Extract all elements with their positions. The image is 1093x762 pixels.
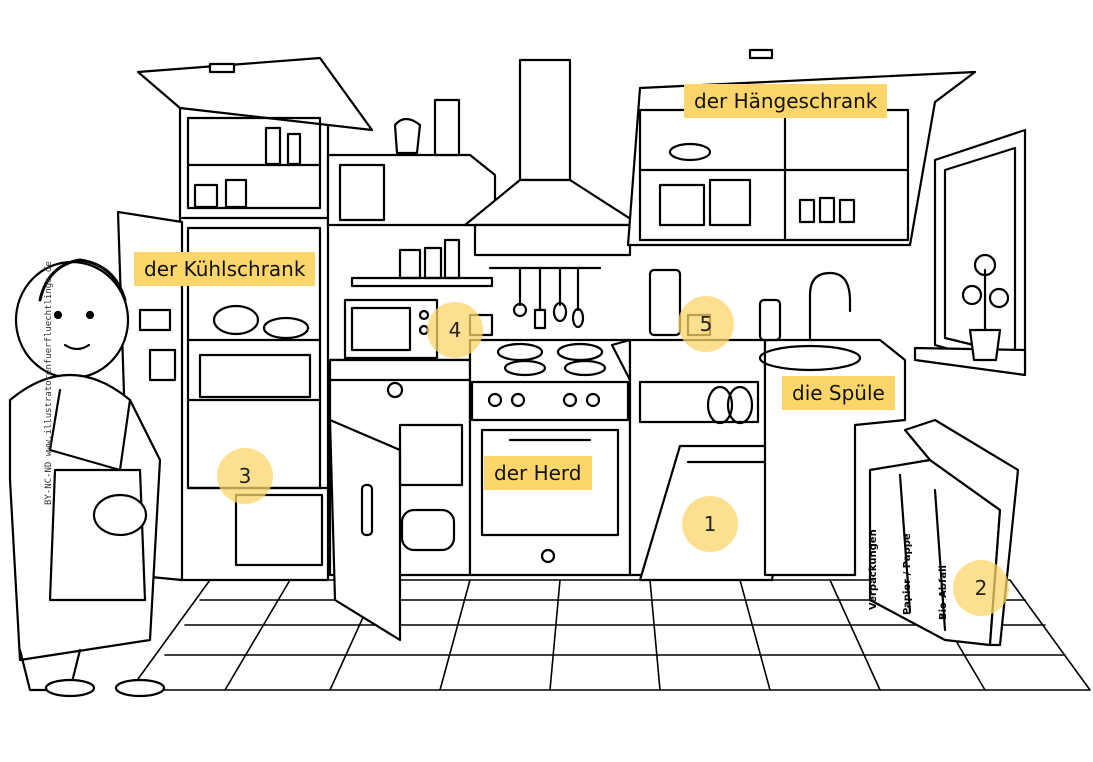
cooker-hood [463, 58, 642, 257]
microwave [343, 298, 439, 360]
bin-label-bio: Bio-Abfall [938, 565, 949, 620]
woman [8, 258, 166, 698]
label-haengeschrank: der Hängeschrank [684, 84, 888, 118]
label-herd: der Herd [484, 456, 592, 490]
number-marker-2: 2 [953, 560, 1009, 616]
bin-label-paper: Papier / Pappe [902, 533, 913, 615]
label-kuehlschrank: der Kühlschrank [134, 252, 316, 286]
window [913, 128, 1027, 377]
number-marker-5: 5 [678, 296, 734, 352]
utensil-rail [488, 266, 602, 330]
upper-shelf-left [326, 98, 497, 288]
number-marker-4: 4 [427, 302, 483, 358]
number-marker-3: 3 [217, 448, 273, 504]
number-marker-1: 1 [682, 496, 738, 552]
wall-cabinet [626, 48, 977, 247]
bin-label-packaging: Verpackungen [868, 529, 879, 610]
base-cabinets [328, 358, 472, 642]
label-spuele: die Spüle [782, 376, 895, 410]
credit-text: BY-NC-ND www.illustratorenfuerfluechtlin… [44, 261, 54, 505]
